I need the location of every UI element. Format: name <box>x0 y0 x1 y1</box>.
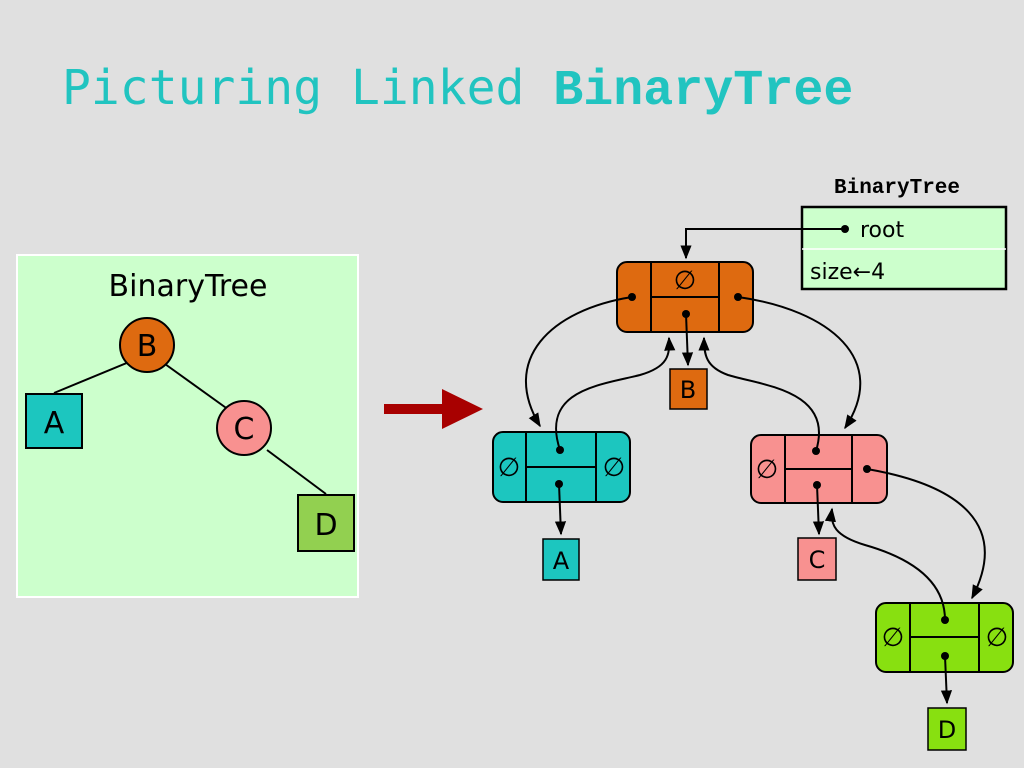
linked-node-a: ∅ ∅ <box>492 431 631 503</box>
binarytree-object-label: BinaryTree <box>834 177 960 200</box>
node-a-value-arrow <box>554 483 567 536</box>
value-box-d <box>927 707 967 751</box>
tree-node-a <box>25 393 83 449</box>
slide-title-code: BinaryTree <box>553 63 854 120</box>
node-a-left-null-icon: ∅ <box>498 453 521 483</box>
value-box-b <box>669 368 708 410</box>
transform-arrow-icon <box>384 389 483 429</box>
tree-node-d-label: D <box>314 508 337 543</box>
node-b-parent-null-icon: ∅ <box>674 266 697 296</box>
node-c-left-null-icon: ∅ <box>756 455 779 485</box>
node-c-value-arrow <box>812 484 825 536</box>
binarytree-object-box <box>800 205 1008 291</box>
value-box-c <box>797 537 837 581</box>
slide-title-plain: Picturing Linked <box>62 60 554 116</box>
slide-title: Picturing Linked BinaryTree <box>62 60 853 120</box>
tree-node-b <box>119 317 175 373</box>
abstract-tree-label: BinaryTree <box>109 269 268 304</box>
pointer-d-parent-to-c <box>824 507 946 621</box>
tree-node-a-label: A <box>44 406 65 441</box>
node-d-left-null-icon: ∅ <box>882 623 905 653</box>
linked-node-c: ∅ <box>750 434 888 504</box>
pointer-b-left-to-a <box>524 296 633 428</box>
edge-b-a <box>53 361 130 394</box>
root-field-label: root <box>860 218 904 243</box>
node-b-value-arrow <box>681 313 694 367</box>
edge-b-c <box>164 363 230 411</box>
tree-node-c-label: C <box>234 412 255 447</box>
linked-node-b: ∅ <box>616 261 754 333</box>
pointer-b-right-to-c <box>737 296 862 430</box>
pointer-c-right-to-d <box>866 468 986 600</box>
pointer-c-parent-to-b <box>698 336 820 452</box>
tree-node-d <box>297 494 355 552</box>
edge-c-d <box>266 449 327 495</box>
node-d-value-arrow <box>940 655 953 705</box>
value-box-c-label: C <box>809 546 826 574</box>
node-d-right-null-icon: ∅ <box>986 623 1009 653</box>
value-box-b-label: B <box>680 376 696 404</box>
tree-node-c <box>216 400 272 456</box>
linked-node-d: ∅ ∅ <box>875 602 1014 673</box>
root-pointer-arrow <box>680 228 845 260</box>
value-box-d-label: D <box>938 716 956 744</box>
abstract-tree-panel: BinaryTree B A C D <box>16 254 359 598</box>
pointer-a-parent-to-b <box>555 336 676 451</box>
size-field-label: size←4 <box>810 260 885 285</box>
value-box-a-label: A <box>553 547 570 575</box>
value-box-a <box>542 538 580 581</box>
tree-node-b-label: B <box>137 329 158 364</box>
node-a-right-null-icon: ∅ <box>603 453 626 483</box>
binarytree-object: BinaryTree root size←4 <box>800 177 1008 291</box>
